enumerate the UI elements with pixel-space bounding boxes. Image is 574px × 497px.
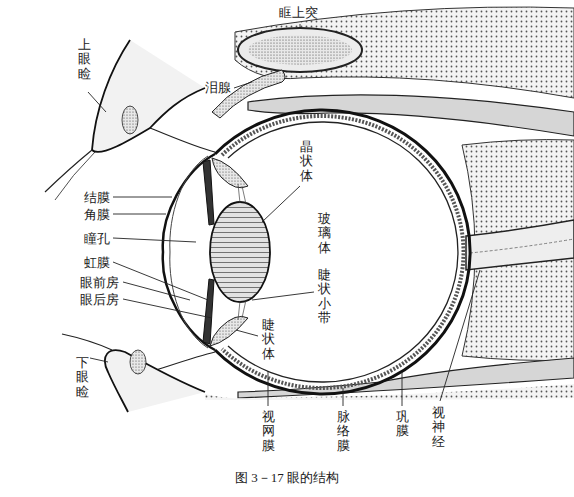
part-label: 眶上突 bbox=[279, 5, 318, 21]
part-label: 上眼睑 bbox=[78, 38, 91, 81]
part-label: 睫状体 bbox=[262, 318, 275, 361]
part-label: 视网膜 bbox=[262, 410, 275, 453]
part-label: 瞳孔 bbox=[84, 231, 110, 247]
part-label: 眼后房 bbox=[80, 292, 119, 308]
part-label: 眼前房 bbox=[80, 275, 119, 291]
figure-caption: 图 3－17 眼的结构 bbox=[235, 470, 339, 486]
part-label: 下眼睑 bbox=[76, 356, 89, 399]
part-label: 睫状小带 bbox=[318, 268, 331, 325]
part-label: 角膜 bbox=[84, 207, 110, 223]
part-label: 泪腺 bbox=[205, 80, 231, 96]
part-label: 晶状体 bbox=[300, 140, 313, 183]
part-label: 脉络膜 bbox=[337, 410, 350, 453]
part-label: 玻璃体 bbox=[318, 212, 331, 255]
part-label: 结膜 bbox=[84, 190, 110, 206]
part-label: 视神经 bbox=[432, 406, 445, 449]
part-label: 虹膜 bbox=[84, 255, 110, 271]
part-label: 巩膜 bbox=[396, 410, 409, 439]
